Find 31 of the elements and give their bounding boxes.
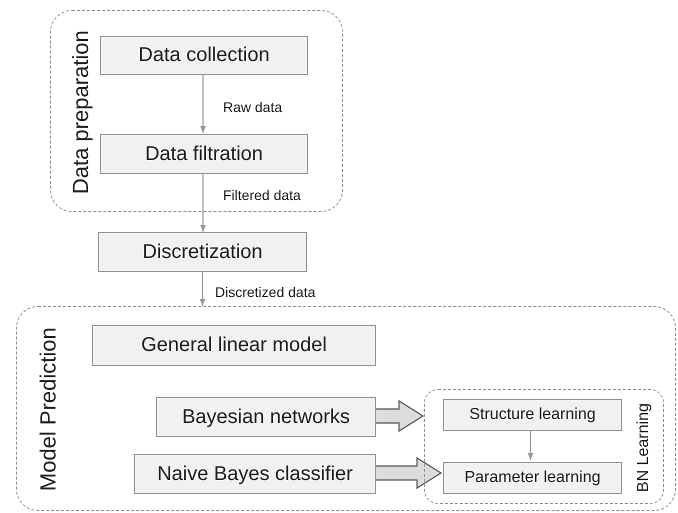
block-arrow: [374, 400, 424, 432]
process-box: [100, 134, 308, 174]
group-title: BN Learning: [633, 402, 652, 494]
arrow: [528, 429, 534, 460]
process-box: [443, 399, 622, 431]
process-box: [98, 232, 307, 272]
arrow: [200, 74, 206, 133]
arrow: [200, 173, 206, 232]
process-box: [443, 462, 622, 494]
process-box: [156, 397, 376, 437]
arrow: [200, 272, 206, 306]
box-label: Bayesian networks: [182, 406, 350, 428]
box-label: Parameter learning: [464, 469, 601, 487]
box-label: Naive Bayes classifier: [157, 462, 353, 486]
box-label: Discretization: [142, 240, 263, 264]
process-box: [134, 454, 376, 494]
box-label: Data collection: [138, 44, 270, 67]
box-label: General linear model: [141, 334, 327, 357]
group-title: Data preparation: [68, 29, 94, 196]
edge-label: Discretized data: [214, 284, 316, 300]
box-label: Data filtration: [145, 142, 263, 166]
group-container: [50, 10, 343, 212]
box-label: Structure learning: [469, 406, 596, 424]
block-arrow: [374, 456, 442, 490]
process-box: [92, 325, 376, 366]
process-box: [100, 36, 308, 75]
edge-label: Raw data: [222, 99, 284, 115]
group-container: [16, 306, 676, 511]
edge-label: Filtered data: [222, 187, 302, 203]
group-title: Model Prediction: [34, 326, 61, 494]
group-container: [424, 389, 664, 504]
